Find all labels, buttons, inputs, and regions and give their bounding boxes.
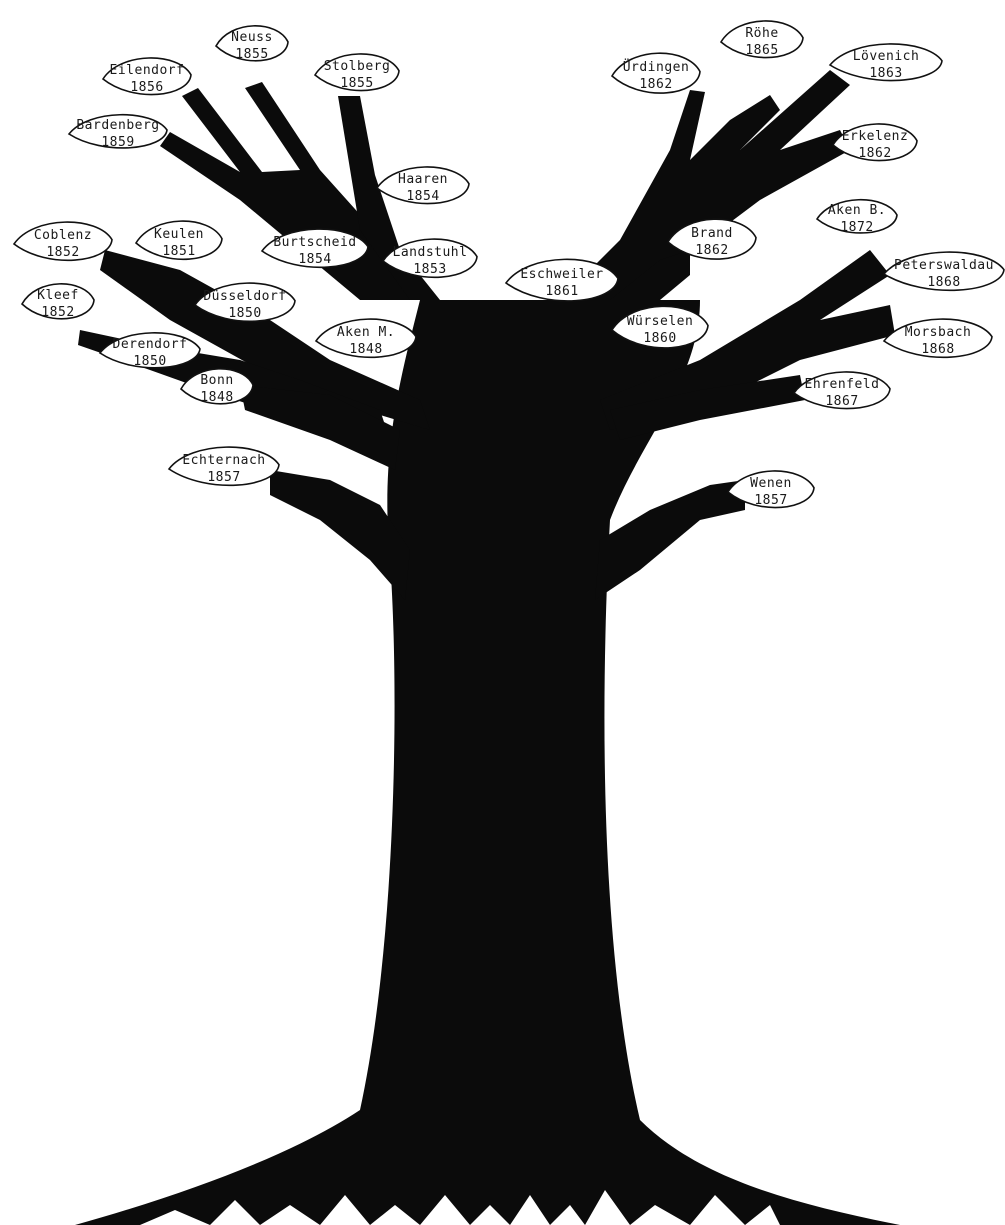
leaf-name: Wenen <box>750 476 792 491</box>
leaf-year: 1857 <box>207 470 240 485</box>
leaf-kleef: Kleef 1852 <box>22 284 94 320</box>
leaf-name: Coblenz <box>34 228 92 243</box>
leaf-eschweiler: Eschweiler 1861 <box>506 259 618 301</box>
leaf-year: 1855 <box>235 47 268 62</box>
leaf-name: Aken M. <box>337 325 395 340</box>
leaf-name: Kleef <box>37 288 79 303</box>
leaf-name: Echternach <box>182 453 265 468</box>
leaf-peterswaldau: Peterswaldau 1868 <box>884 252 1004 290</box>
leaf-name: Düsseldorf <box>203 289 286 304</box>
leaf-name: Würselen <box>627 314 694 329</box>
leaf-year: 1868 <box>927 275 960 290</box>
leaf-year: 1854 <box>298 252 331 267</box>
leaf-year: 1868 <box>921 342 954 357</box>
leaf-year: 1850 <box>133 354 166 369</box>
leaf-year: 1848 <box>349 342 382 357</box>
leaf-year: 1862 <box>858 146 891 161</box>
leaf-name: Derendorf <box>113 337 188 352</box>
leaf-year: 1852 <box>46 245 79 260</box>
leaf-name: Erkelenz <box>842 129 909 144</box>
leaf-year: 1857 <box>754 493 787 508</box>
leaf-year: 1848 <box>200 390 233 405</box>
leaf-year: 1853 <box>413 262 446 277</box>
leaf-name: Keulen <box>154 227 204 242</box>
leaf-stolberg: Stolberg 1855 <box>315 54 399 91</box>
leaf-name: Bardenberg <box>76 118 159 133</box>
leaf-year: 1872 <box>840 220 873 235</box>
leaf-name: Lövenich <box>853 49 920 64</box>
leaf-name: Neuss <box>231 30 273 45</box>
leaf-name: Brand <box>691 226 733 241</box>
leaf-name: Ehrenfeld <box>805 377 880 392</box>
leaf-year: 1854 <box>406 189 439 204</box>
leaf-eilendorf: Eilendorf 1856 <box>103 58 191 95</box>
leaf-year: 1861 <box>545 284 578 299</box>
leaf-name: Eschweiler <box>520 267 603 282</box>
leaf-year: 1862 <box>639 77 672 92</box>
leaf-year: 1865 <box>745 43 778 58</box>
leaf-rohe: Röhe 1865 <box>721 21 803 58</box>
leaf-year: 1859 <box>101 135 134 150</box>
leaf-year: 1852 <box>41 305 74 320</box>
leaf-haaren: Haaren 1854 <box>377 167 469 204</box>
leaf-year: 1862 <box>695 243 728 258</box>
leaf-year: 1855 <box>340 76 373 91</box>
leaf-derendorf: Derendorf 1850 <box>100 333 200 369</box>
leaf-name: Haaren <box>398 172 448 187</box>
leaf-morsbach: Morsbach 1868 <box>884 319 992 357</box>
leaf-name: Burtscheid <box>273 235 356 250</box>
leaf-year: 1860 <box>643 331 676 346</box>
leaf-name: Peterswaldau <box>894 258 994 273</box>
leaf-aken-b: Aken B. 1872 <box>817 200 897 235</box>
leaf-echternach: Echternach 1857 <box>169 447 279 485</box>
leaf-burtscheid: Burtscheid 1854 <box>262 229 368 267</box>
leaf-lovenich: Lövenich 1863 <box>830 44 942 81</box>
leaf-bardenberg: Bardenberg 1859 <box>69 115 167 150</box>
branch-upper-right <box>560 70 850 300</box>
leaf-name: Morsbach <box>905 325 972 340</box>
leaf-year: 1863 <box>869 66 902 81</box>
leaf-ehrenfeld: Ehrenfeld 1867 <box>794 372 890 409</box>
leaf-year: 1851 <box>162 244 195 259</box>
leaf-name: Röhe <box>745 26 778 41</box>
leaf-name: Bonn <box>200 373 233 388</box>
leaf-uerdingen: Ürdingen 1862 <box>612 53 700 93</box>
leaf-year: 1850 <box>228 306 261 321</box>
leaf-erkelenz: Erkelenz 1862 <box>833 124 917 161</box>
leaf-aken-m: Aken M. 1848 <box>316 319 416 357</box>
leaf-name: Aken B. <box>828 203 886 218</box>
leaf-name: Stolberg <box>324 59 391 74</box>
leaf-year: 1867 <box>825 394 858 409</box>
leaf-keulen: Keulen 1851 <box>136 221 222 259</box>
leaf-name: Landstuhl <box>393 245 468 260</box>
leaf-year: 1856 <box>130 80 163 95</box>
tree-trunk <box>75 300 900 1225</box>
leaf-coblenz: Coblenz 1852 <box>14 222 112 260</box>
leaf-name: Eilendorf <box>110 63 185 78</box>
leaf-name: Ürdingen <box>623 58 690 75</box>
leaf-neuss: Neuss 1855 <box>216 26 288 62</box>
